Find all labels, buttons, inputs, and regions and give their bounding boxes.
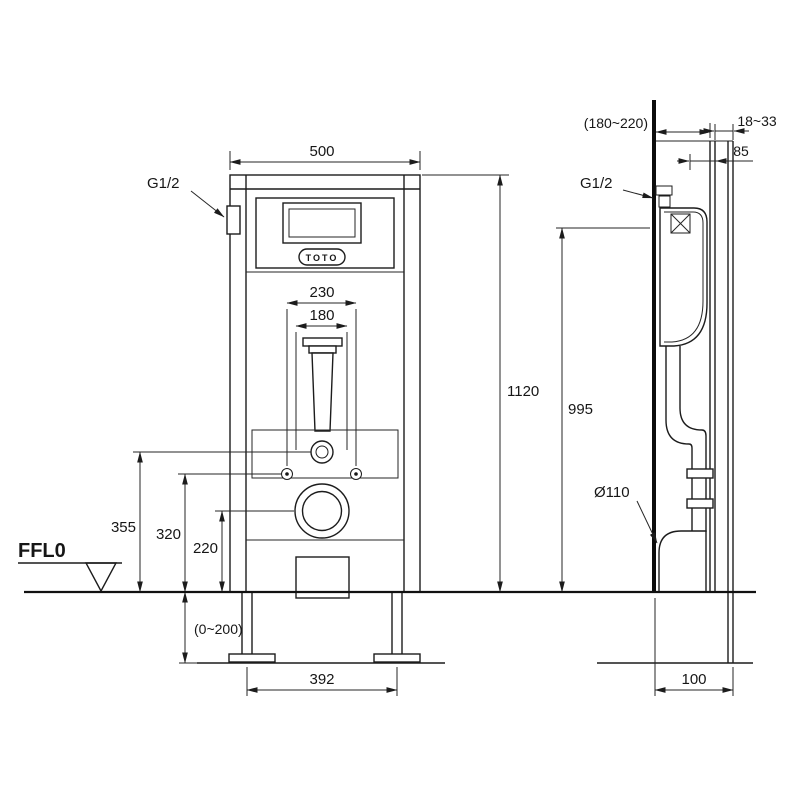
dim-100-label: 100: [681, 671, 706, 688]
drain-diameter-callout: Ø110: [594, 484, 658, 544]
fill-valve: [670, 213, 691, 234]
drain-outlet-circle: [294, 483, 350, 539]
finished-panel-lines: [597, 141, 753, 664]
toto-logo-text: TOTO: [306, 253, 339, 263]
mounting-plate: [251, 429, 399, 539]
dim-panel-range-label: 18~33: [737, 113, 777, 129]
g12-side-label: G1/2: [580, 175, 613, 192]
dimension-230: 230: [286, 284, 357, 466]
side-view: (180~220) 18~33 85 G1/2 995: [556, 100, 777, 696]
dimension-100: 100: [654, 598, 734, 696]
flush-pipe: [302, 337, 343, 432]
dim-320-label: 320: [156, 526, 181, 543]
side-flush-pipe: [665, 346, 714, 532]
dim-85-label: 85: [733, 143, 749, 159]
inlet-callout-front: G1/2: [147, 175, 225, 218]
dim-355-label: 355: [111, 519, 136, 536]
drain-diameter-label: Ø110: [594, 484, 630, 501]
fixing-bolt-right: [350, 468, 362, 480]
g12-front-label: G1/2: [147, 175, 180, 192]
dim-1120-label: 1120: [507, 383, 539, 400]
dim-depth-range-label: (180~220): [584, 115, 648, 131]
inlet-callout-side: G1/2: [580, 175, 654, 199]
support-legs: [197, 592, 445, 664]
dim-180-label: 180: [309, 307, 334, 324]
ffl-label: FFL0: [18, 540, 66, 562]
level-triangle-icon: [84, 562, 118, 593]
toto-badge: TOTO: [298, 248, 346, 266]
dimension-320: 320: [156, 473, 281, 593]
inlet-circle: [310, 440, 334, 464]
dimension-220: 220: [193, 510, 294, 593]
dim-220-label: 220: [193, 540, 218, 557]
fixing-bolt-left: [281, 468, 293, 480]
dim-leg-range-label: (0~200): [194, 621, 243, 637]
dim-995-label: 995: [568, 401, 593, 418]
dimension-355: 355: [111, 451, 311, 593]
dimension-depth-range: (180~220): [584, 115, 711, 138]
dim-392-label: 392: [309, 671, 334, 688]
water-inlet-stub: [226, 205, 241, 235]
front-view: TOTO: [18, 143, 539, 696]
dim-500-label: 500: [309, 143, 334, 160]
flush-plate-panel: TOTO: [255, 197, 395, 269]
dimension-leg-range: (0~200): [179, 591, 243, 664]
dimension-500: 500: [229, 143, 421, 170]
dimension-85: 85: [677, 143, 753, 170]
dimension-995: 995: [556, 227, 650, 593]
dimension-392: 392: [246, 667, 398, 696]
pipe-clamp: [686, 468, 714, 509]
inlet-fitting: [655, 185, 673, 208]
dimension-panel-range: 18~33: [700, 113, 777, 140]
cistern-tank: [659, 207, 708, 347]
dimension-1120: 1120: [422, 174, 539, 593]
dimension-180: 180: [295, 307, 348, 450]
ffl-marker: FFL0: [18, 540, 122, 593]
side-frame-rails: [656, 140, 733, 592]
dim-230-label: 230: [309, 284, 334, 301]
drain-pipe: [658, 530, 707, 593]
